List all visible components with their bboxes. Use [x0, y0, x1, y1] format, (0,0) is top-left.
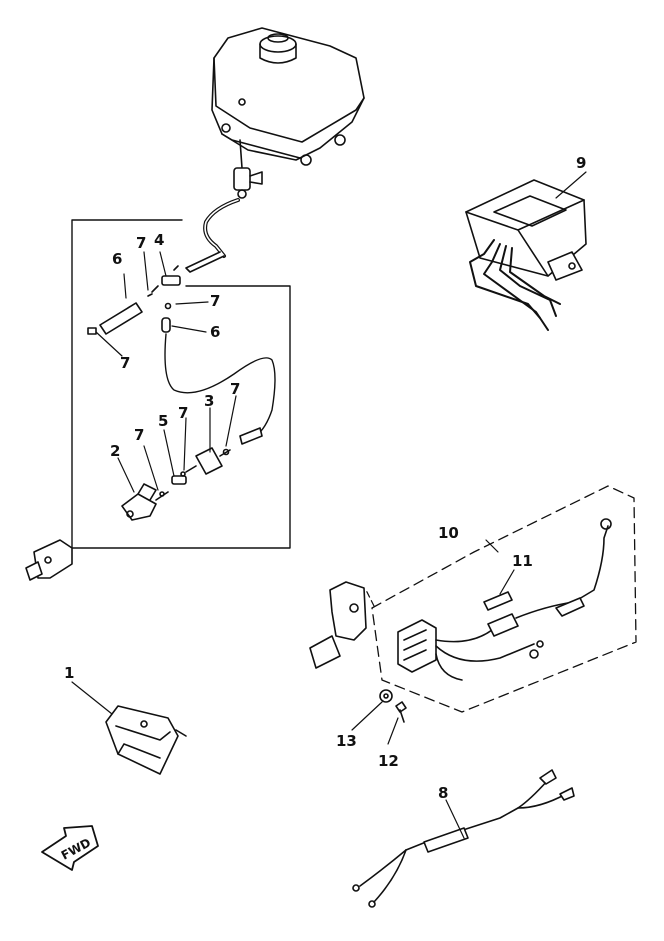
fuel-connector	[121, 483, 169, 521]
callout-6: 6	[210, 323, 220, 341]
fuel-hose-upper	[203, 198, 240, 258]
callout-5: 5	[158, 412, 168, 430]
fuel-hose-loop	[164, 333, 276, 437]
callout-7: 7	[178, 404, 188, 422]
fuel-joint	[25, 539, 73, 581]
wire-lead	[352, 769, 575, 908]
callout-9: 9	[576, 154, 586, 172]
harness-boundary	[371, 485, 637, 713]
callout-7: 7	[134, 426, 144, 444]
fuel-tank	[211, 27, 365, 166]
bolt-and-washer	[379, 689, 407, 723]
callout-8: 8	[438, 784, 448, 802]
relay-switch	[105, 705, 187, 775]
callout-7: 7	[120, 354, 130, 372]
fwd-arrow	[41, 825, 99, 871]
callout-10: 10	[438, 524, 459, 542]
callout-1: 1	[64, 664, 74, 682]
fuel-cock	[233, 139, 263, 199]
cdi-unit	[465, 179, 587, 331]
callout-3: 3	[204, 392, 214, 410]
callout-6: 6	[112, 250, 122, 268]
callout-7: 7	[136, 234, 146, 252]
mounting-bracket	[309, 581, 367, 669]
callout-11: 11	[512, 552, 533, 570]
callout-7: 7	[230, 380, 240, 398]
callout-12: 12	[378, 752, 399, 770]
fuse	[483, 591, 513, 611]
callout-7: 7	[210, 292, 220, 310]
callout-13: 13	[336, 732, 357, 750]
fuel-line-frame	[43, 219, 291, 561]
callout-4: 4	[154, 231, 164, 249]
callout-2: 2	[110, 442, 120, 460]
harness-connector	[397, 619, 437, 673]
